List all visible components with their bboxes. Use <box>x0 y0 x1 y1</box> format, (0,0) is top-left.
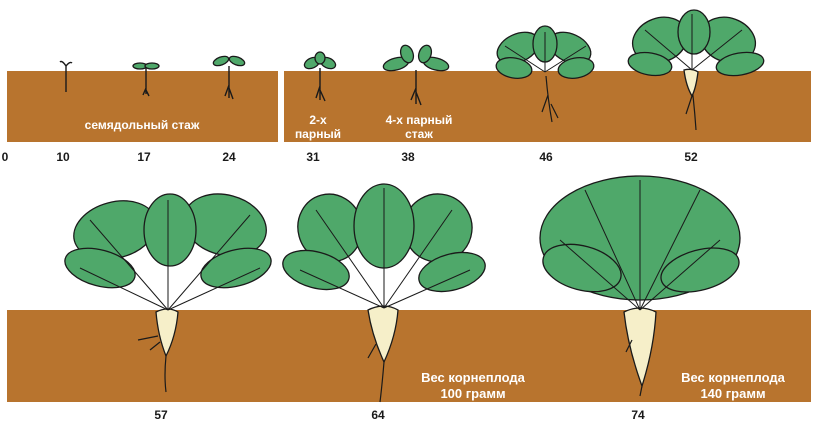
root-weight-line1: Вес корнеплода <box>398 370 548 386</box>
seedling-day-38 <box>382 43 450 105</box>
plant-day-46 <box>492 26 596 122</box>
seedling-day-17 <box>133 63 159 96</box>
day-label: 24 <box>214 150 244 164</box>
root-weight-label-74: Вес корнеплода 140 грамм <box>658 370 808 402</box>
stage-label-2-pair: 2-х парный стаж <box>286 113 350 155</box>
day-label: 64 <box>363 408 393 422</box>
day-label: 74 <box>623 408 653 422</box>
stage-label-cotyledon: семядольный стаж <box>52 118 232 132</box>
root-weight-line2: 140 грамм <box>658 386 808 402</box>
root-weight-line2: 100 грамм <box>398 386 548 402</box>
day-label: 17 <box>129 150 159 164</box>
seedling-day-10 <box>60 62 72 93</box>
day-label: 31 <box>298 150 328 164</box>
day-label: 52 <box>676 150 706 164</box>
root-weight-line1: Вес корнеплода <box>658 370 808 386</box>
plant-day-52 <box>626 10 765 130</box>
plant-day-57 <box>61 185 276 392</box>
day-label: 57 <box>146 408 176 422</box>
seedling-day-31 <box>303 52 338 101</box>
plant-day-74 <box>538 176 744 396</box>
day-label: 0 <box>0 150 20 164</box>
day-label: 38 <box>393 150 423 164</box>
root-weight-label-64: Вес корнеплода 100 грамм <box>398 370 548 402</box>
stage-label-4-pair: 4-х парный стаж <box>378 113 460 141</box>
day-label: 10 <box>48 150 78 164</box>
day-label: 46 <box>531 150 561 164</box>
seedling-day-24 <box>212 55 246 99</box>
